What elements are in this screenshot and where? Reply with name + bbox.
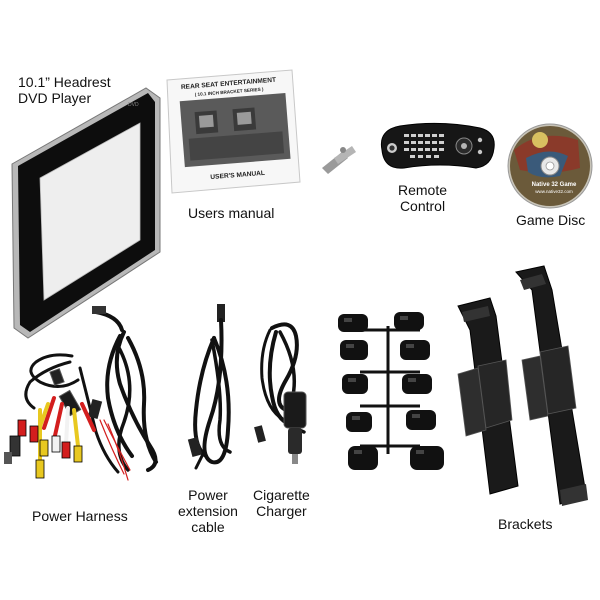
caption-extension-line1: Power: [188, 487, 228, 503]
caption-users-manual: Users manual: [188, 205, 275, 221]
caption-extension-line3: cable: [191, 519, 225, 535]
caption-power-extension-cable: Power extension cable: [178, 487, 238, 535]
game-disc: Native 32 Game www.native32.com: [507, 123, 593, 209]
disc-title: Native 32 Game: [532, 182, 577, 188]
remote-control: [380, 122, 495, 169]
caption-dvd-player-line1: 10.1” Headrest: [18, 74, 111, 90]
caption-game-disc: Game Disc: [516, 212, 586, 228]
users-manual-booklet: REAR SEAT ENTERTAINMENT ( 10.1 INCH BRAC…: [166, 69, 301, 194]
manual-bottom-title: USER'S MANUAL: [210, 170, 265, 181]
power-harness: [4, 306, 158, 481]
caption-power-harness: Power Harness: [32, 508, 128, 524]
mounting-clips: [338, 312, 444, 470]
caption-dvd-player-line2: DVD Player: [18, 90, 92, 106]
bracket-left: [457, 297, 519, 495]
caption-charger-line2: Charger: [256, 503, 307, 519]
player-screen: [39, 122, 141, 301]
caption-charger-line1: Cigarette: [253, 487, 310, 503]
cigarette-charger: [254, 322, 307, 464]
caption-cigarette-charger: Cigarette Charger: [253, 487, 310, 519]
caption-remote-line1: Remote: [398, 182, 448, 198]
screws: [322, 146, 356, 174]
caption-dvd-player: 10.1” Headrest DVD Player: [18, 74, 111, 106]
bracket-right: [515, 265, 588, 506]
caption-remote-control: Remote Control: [398, 182, 447, 214]
headrest-dvd-player: DVD: [11, 87, 161, 339]
player-badge: DVD: [128, 102, 139, 108]
disc-url: www.native32.com: [535, 189, 573, 194]
caption-remote-line2: Control: [399, 198, 446, 214]
caption-extension-line2: extension: [178, 503, 238, 519]
manual-subtitle: ( 10.1 INCH BRACKET SERIES ): [195, 87, 265, 97]
power-extension-cable: [187, 304, 232, 470]
caption-brackets: Brackets: [498, 516, 553, 532]
